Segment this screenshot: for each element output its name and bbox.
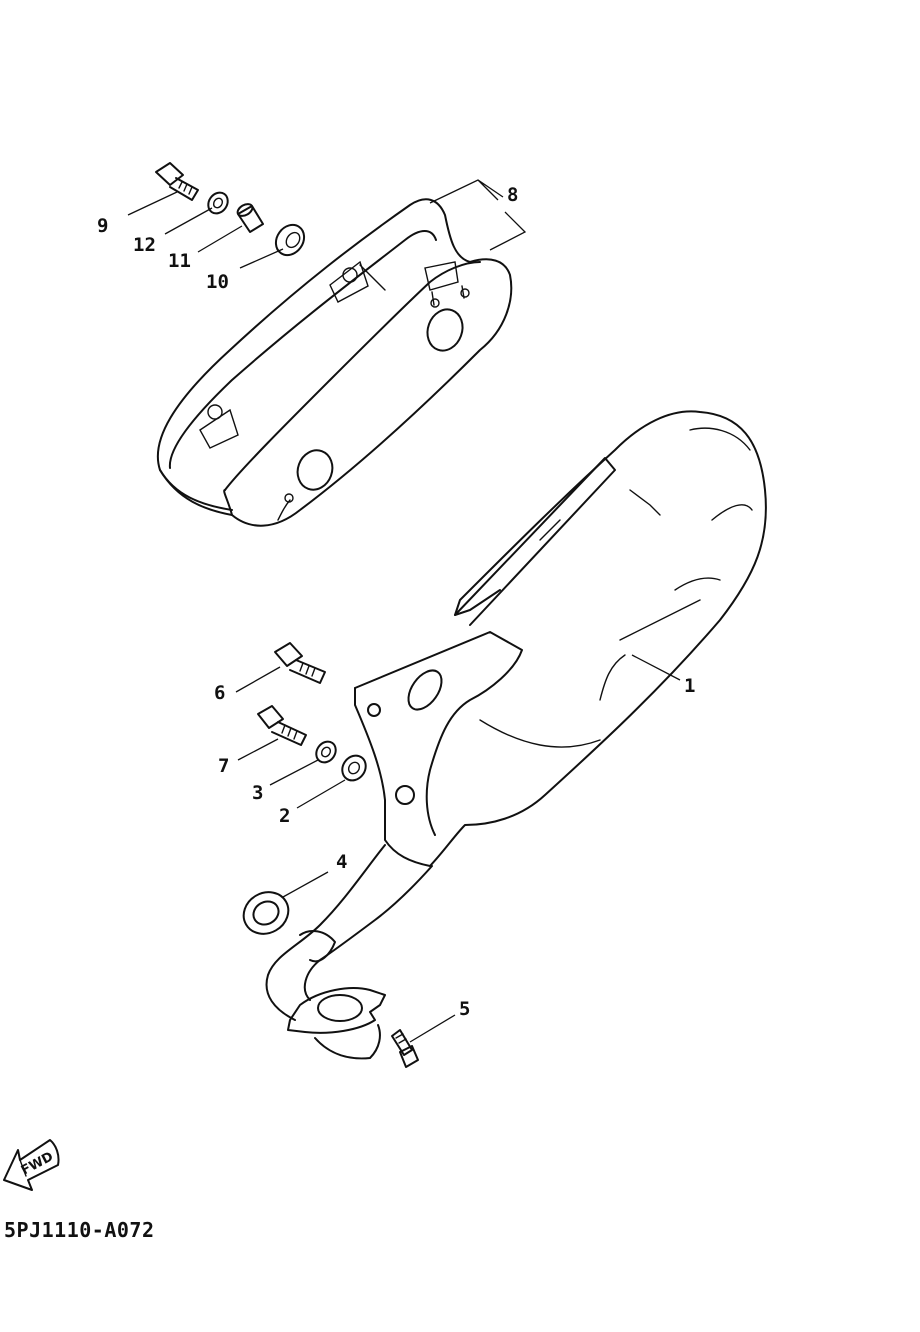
fwd-arrow-icon: FWD (3, 1139, 60, 1191)
part-5-bolt (391, 1029, 419, 1068)
callout-5: 5 (459, 998, 470, 1020)
part-11-collar (236, 203, 264, 233)
callout-4: 4 (336, 851, 347, 873)
callout-7: 7 (218, 755, 229, 777)
part-6-bolt (274, 642, 326, 684)
fwd-label: FWD (19, 1149, 56, 1178)
callout-6: 6 (214, 682, 225, 704)
part-7-bolt (257, 705, 307, 746)
callout-11: 11 (168, 250, 191, 272)
diagram-code: 5PJ1110-A072 (4, 1218, 155, 1242)
part-10-grommet (274, 223, 306, 257)
part-8-protector-cover (156, 198, 513, 527)
callout-12: 12 (133, 234, 156, 256)
part-12-washer (207, 191, 229, 215)
callout-3: 3 (252, 782, 263, 804)
part-1-muffler (265, 410, 767, 1060)
callout-2: 2 (279, 805, 290, 827)
part-2-collar (341, 754, 367, 782)
callout-10: 10 (206, 271, 229, 293)
callout-1: 1 (684, 675, 695, 697)
part-9-bolt (155, 162, 199, 201)
callout-9: 9 (97, 215, 108, 237)
callout-8: 8 (507, 184, 518, 206)
part-4-gasket (242, 891, 290, 935)
leader-lines (127, 179, 681, 1043)
callout-labels: 1 2 3 4 5 6 7 8 9 10 11 12 (97, 184, 695, 1020)
part-3-washer (315, 740, 337, 764)
